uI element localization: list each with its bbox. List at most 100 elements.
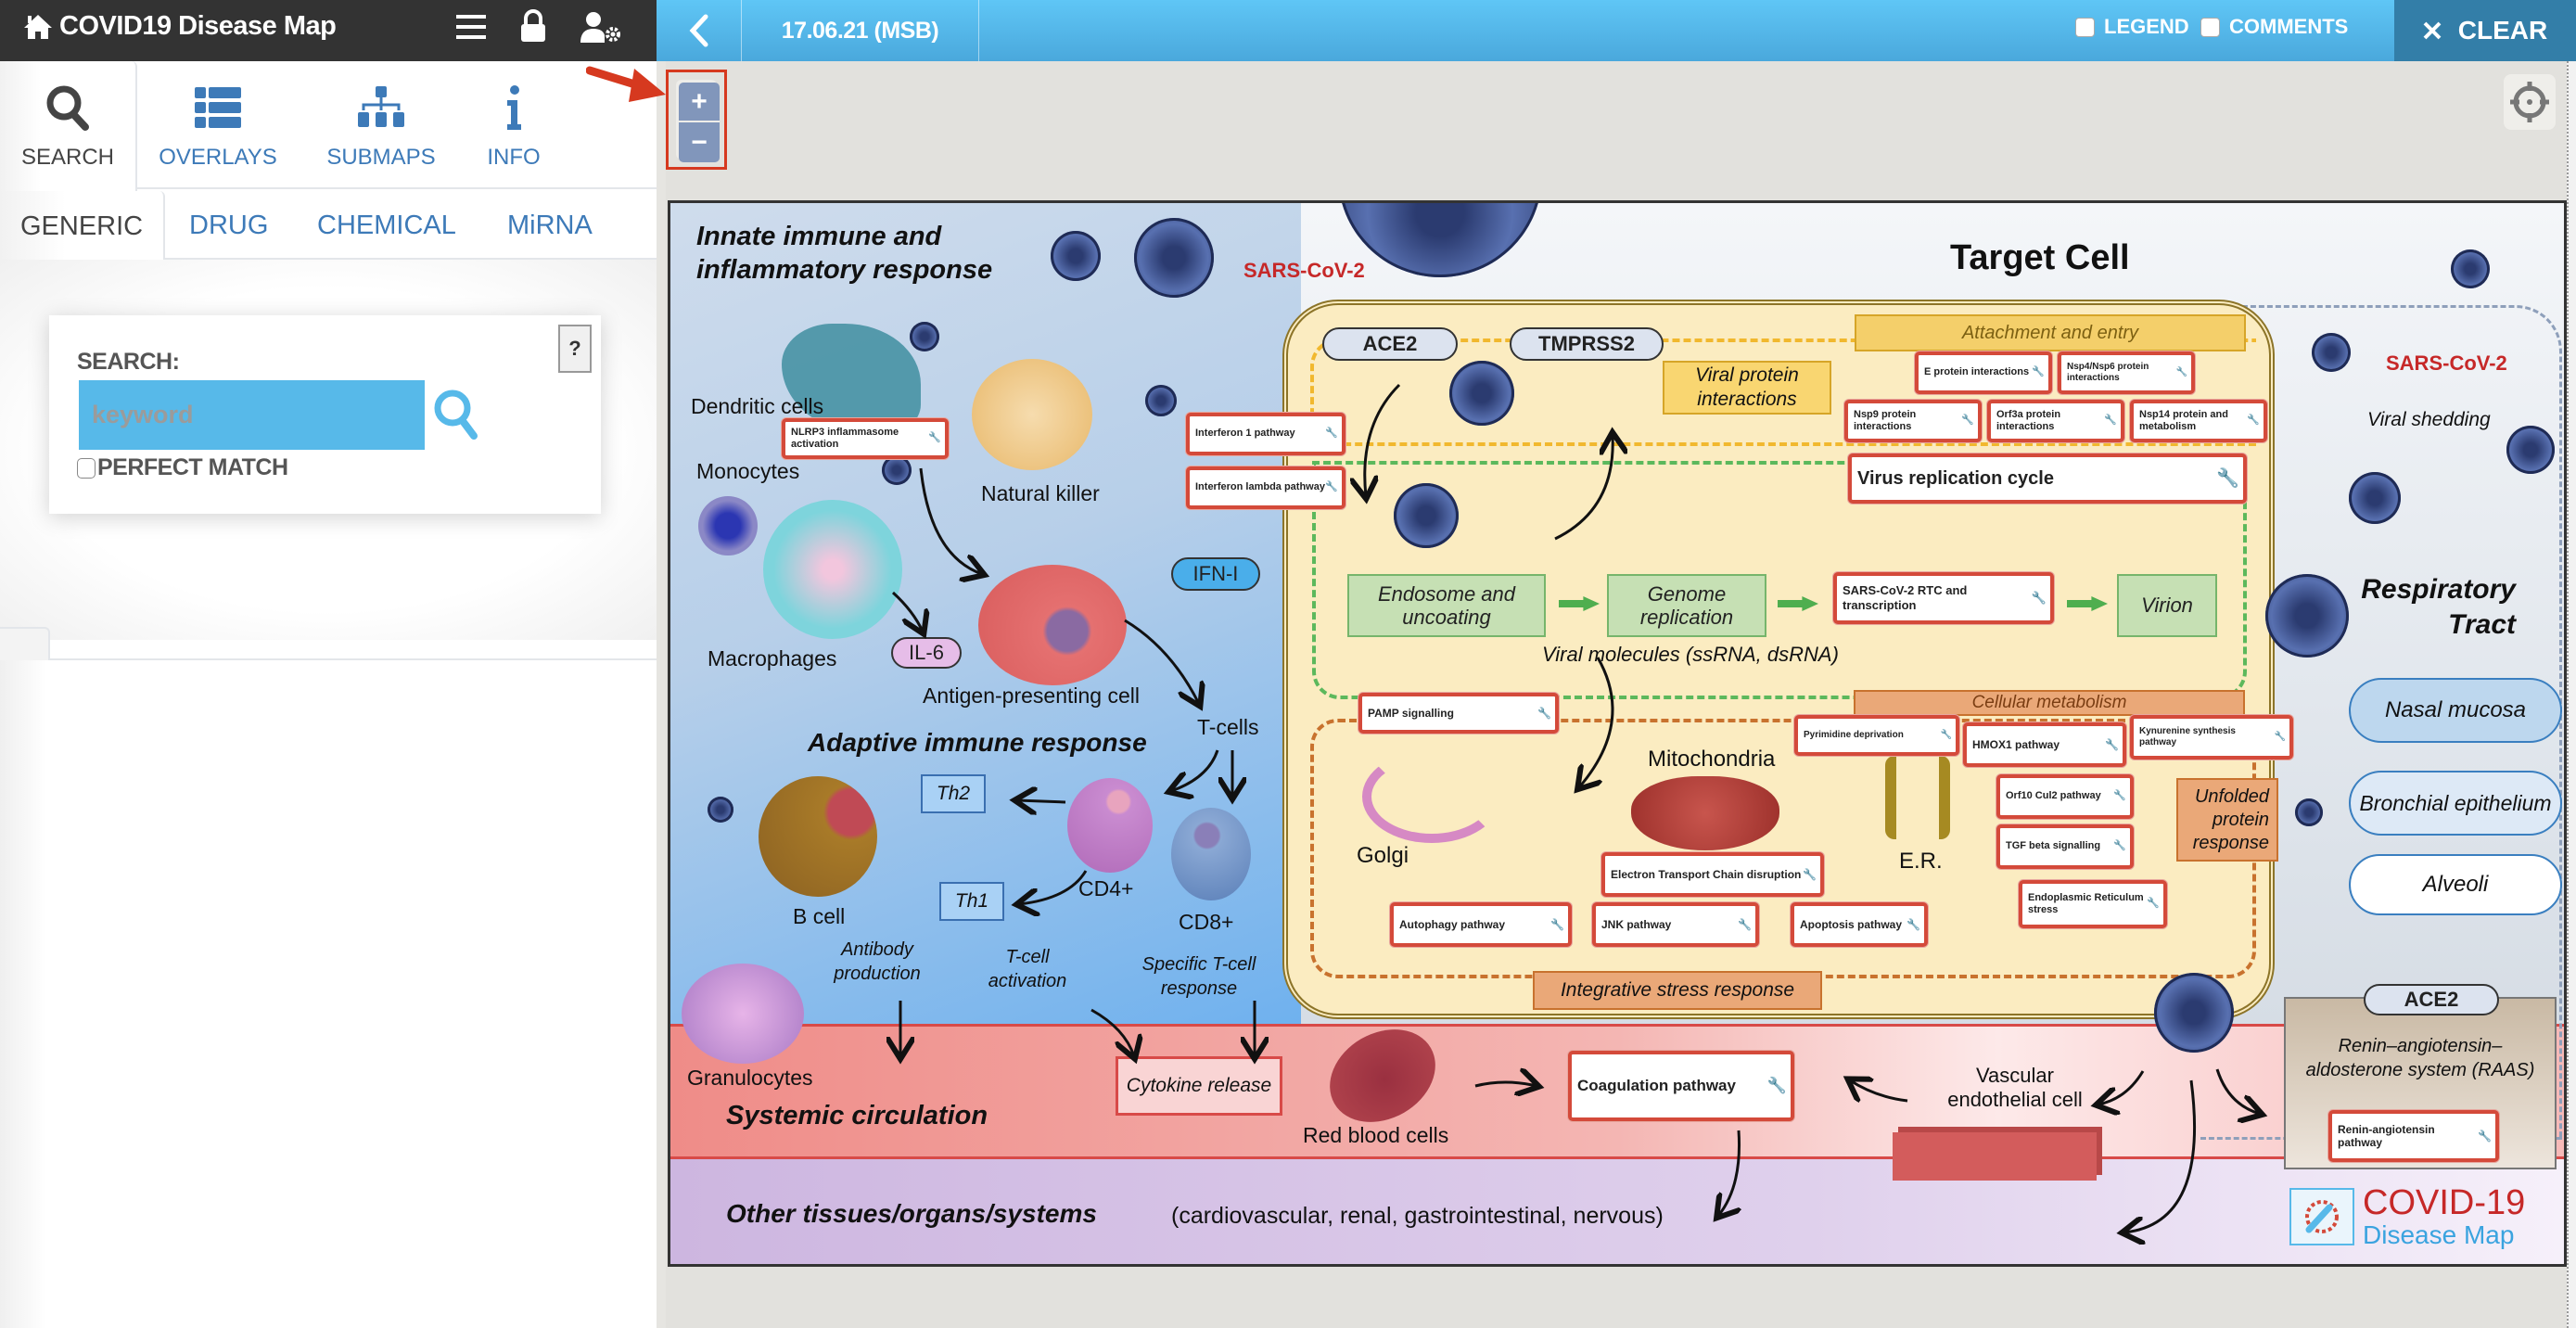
virus-icon <box>2154 973 2234 1053</box>
back-button[interactable] <box>657 0 742 61</box>
legend-checkbox[interactable] <box>2075 17 2095 37</box>
sidebar-splitter[interactable] <box>657 61 666 1328</box>
pathway-label: Coagulation pathway <box>1577 1076 1736 1094</box>
map-version-tab[interactable]: 17.06.21 (MSB) <box>742 0 979 61</box>
virus-icon <box>882 455 912 485</box>
virus-icon <box>1145 385 1177 416</box>
pathway-label: SARS-CoV-2 RTC and transcription <box>1843 583 1968 612</box>
region-bronchial[interactable]: Bronchial epithelium <box>2349 771 2562 836</box>
tab-info[interactable]: INFO <box>458 61 569 189</box>
virus-icon <box>2451 249 2490 288</box>
il6-tag[interactable]: IL-6 <box>891 637 962 669</box>
search-submit-icon[interactable] <box>432 386 482 448</box>
th1-tag[interactable]: Th1 <box>939 882 1004 921</box>
tab-search-label: SEARCH <box>20 145 115 170</box>
pathway-nsp9[interactable]: Nsp9 protein interactions🔧 <box>1844 400 1982 442</box>
search-input[interactable] <box>79 380 425 450</box>
cytokine-release-box[interactable]: Cytokine release <box>1116 1056 1282 1116</box>
user-settings-icon[interactable] <box>580 11 621 47</box>
legend-toggle[interactable]: LEGEND <box>2075 15 2189 39</box>
pathway-autophagy[interactable]: Autophagy pathway🔧 <box>1390 902 1572 947</box>
label-tcells: T-cells <box>1197 715 1259 739</box>
pathway-rtc[interactable]: SARS-CoV-2 RTC and transcription🔧 <box>1833 572 2054 624</box>
pathway-coagulation[interactable]: Coagulation pathway 🔧 <box>1568 1051 1794 1121</box>
panel-tabs: SEARCH OVERLAYS SUBMAPS INFO <box>0 61 657 191</box>
menu-icon[interactable] <box>456 13 486 45</box>
stage-endosome: Endosome and uncoating <box>1347 574 1546 637</box>
tab-search[interactable]: SEARCH <box>0 61 137 191</box>
help-button[interactable]: ? <box>558 325 592 373</box>
perfect-match-checkbox[interactable] <box>77 457 96 479</box>
pathway-apoptosis[interactable]: Apoptosis pathway🔧 <box>1791 902 1928 947</box>
pathway-label: Endoplasmic Reticulum stress <box>2028 891 2144 915</box>
pathway-hmox1[interactable]: HMOX1 pathway🔧 <box>1963 722 2126 767</box>
pathway-nsp4[interactable]: Nsp4/Nsp6 protein interactions🔧 <box>2058 351 2195 394</box>
pathway-pyrimidine[interactable]: Pyrimidine deprivation🔧 <box>1794 715 1959 756</box>
viral-shedding-label: Viral shedding <box>2367 409 2491 430</box>
perfect-match-option[interactable]: PERFECT MATCH <box>77 454 288 481</box>
pathway-etc[interactable]: Electron Transport Chain disruption🔧 <box>1601 852 1824 897</box>
pathway-virus-replication[interactable]: Virus replication cycle🔧 <box>1848 453 2247 504</box>
disease-map-canvas[interactable]: Innate immune and inflammatory response … <box>668 200 2567 1267</box>
pathway-wrench-icon: 🔧 <box>2147 898 2160 910</box>
virus-label: SARS-CoV-2 <box>2386 351 2507 375</box>
clear-label: CLEAR <box>2457 16 2548 45</box>
clear-button[interactable]: CLEAR <box>2394 0 2576 61</box>
virus-icon <box>1134 218 1214 298</box>
label-cd8: CD8+ <box>1179 910 1234 934</box>
pathway-wrench-icon: 🔧 <box>1766 1076 1787 1094</box>
attachment-zone <box>1310 338 2256 446</box>
pathway-wrench-icon: 🔧 <box>1906 917 1920 931</box>
pathway-nlrp3[interactable]: NLRP3 inflammasome activation🔧 <box>782 418 949 459</box>
pathway-wrench-icon: 🔧 <box>2216 468 2239 489</box>
pathway-tgf-beta[interactable]: TGF beta signalling🔧 <box>1996 824 2134 869</box>
zoom-out-button[interactable]: − <box>679 122 720 162</box>
stage-unfolded-protein: Unfolded protein response <box>2176 778 2278 862</box>
tab-submaps[interactable]: SUBMAPS <box>312 61 451 189</box>
replication-zone <box>1312 461 2247 699</box>
ace2-raas-tag[interactable]: ACE2 <box>2364 984 2499 1015</box>
ifn-tag[interactable]: IFN-I <box>1171 557 1260 591</box>
pathway-e-protein[interactable]: E protein interactions🔧 <box>1915 351 2052 394</box>
legend-label: LEGEND <box>2104 15 2189 38</box>
label-cd4: CD4+ <box>1078 876 1134 900</box>
pathway-renin[interactable]: Renin-angiotensin pathway🔧 <box>2328 1110 2499 1162</box>
tab-drug[interactable]: DRUG <box>189 210 269 240</box>
pathway-label: Electron Transport Chain disruption <box>1611 867 1802 881</box>
stage-virion: Virion <box>2117 574 2217 637</box>
tab-overlays[interactable]: OVERLAYS <box>148 61 287 189</box>
pathway-ifn1[interactable]: Interferon 1 pathway🔧 <box>1186 413 1345 455</box>
pathway-er-stress[interactable]: Endoplasmic Reticulum stress🔧 <box>2019 880 2167 928</box>
pathway-orf10[interactable]: Orf10 Cul2 pathway🔧 <box>1996 774 2134 819</box>
region-nasal-mucosa[interactable]: Nasal mucosa <box>2349 678 2562 743</box>
comments-checkbox[interactable] <box>2200 17 2220 37</box>
locate-button[interactable] <box>2504 74 2556 130</box>
zoom-in-button[interactable]: + <box>679 83 720 122</box>
app-header: COVID19 Disease Map <box>0 0 657 61</box>
comments-toggle[interactable]: COMMENTS <box>2200 15 2348 39</box>
pathway-orf3a[interactable]: Orf3a protein interactions🔧 <box>1987 400 2124 442</box>
stage-integrative-stress: Integrative stress response <box>1533 971 1822 1010</box>
th2-tag[interactable]: Th2 <box>921 774 986 813</box>
pathway-ifnl[interactable]: Interferon lambda pathway🔧 <box>1186 466 1345 509</box>
stage-viral-protein: Viral protein interactions <box>1663 361 1831 415</box>
ace2-tag[interactable]: ACE2 <box>1322 327 1458 361</box>
lock-icon[interactable] <box>519 9 547 47</box>
search-panel: SEARCH: ? PERFECT MATCH <box>49 315 601 514</box>
results-tab[interactable] <box>0 627 50 660</box>
tab-chemical[interactable]: CHEMICAL <box>317 210 456 240</box>
tab-mirna[interactable]: MiRNA <box>507 210 593 240</box>
app-title[interactable]: COVID19 Disease Map <box>22 11 337 42</box>
pathway-wrench-icon: 🔧 <box>2105 737 2119 751</box>
pathway-kynurenine[interactable]: Kynurenine synthesis pathway🔧 <box>2130 715 2293 760</box>
pathway-nsp14[interactable]: Nsp14 protein and metabolism🔧 <box>2130 400 2267 442</box>
tab-generic[interactable]: GENERIC <box>0 191 166 262</box>
pathway-pamp[interactable]: PAMP signalling🔧 <box>1358 693 1559 734</box>
search-label: SEARCH: <box>77 349 180 375</box>
tmprss2-tag[interactable]: TMPRSS2 <box>1510 327 1664 361</box>
stage-genome: Genome replication <box>1607 574 1766 637</box>
map-scrollbar[interactable] <box>2567 61 2576 1328</box>
pathway-label: Kynurenine synthesis pathway <box>2139 726 2236 747</box>
region-alveoli[interactable]: Alveoli <box>2349 854 2562 915</box>
pathway-jnk[interactable]: JNK pathway🔧 <box>1592 902 1759 947</box>
